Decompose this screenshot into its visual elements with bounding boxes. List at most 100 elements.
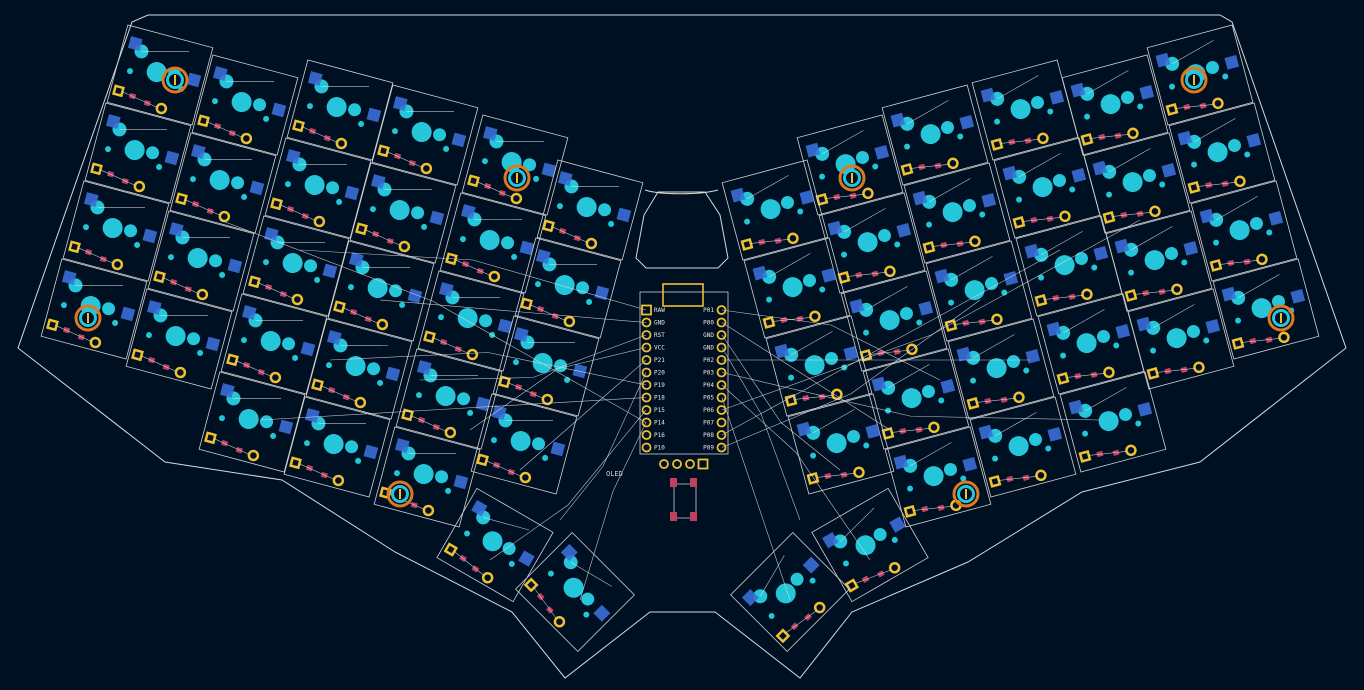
usb-connector-outline	[662, 283, 704, 307]
diode-icon	[1231, 331, 1290, 350]
pin-label: P00	[703, 320, 714, 327]
diode-icon	[292, 119, 348, 150]
pin-label: P05	[703, 395, 714, 402]
key-switch-footprint	[1015, 215, 1123, 317]
diode-icon	[1056, 366, 1115, 385]
diode-icon	[90, 162, 146, 193]
key-switch-footprint	[730, 532, 850, 652]
pin-label: P19	[654, 382, 665, 389]
diode-icon	[423, 330, 479, 361]
key-switch-footprint	[1190, 180, 1298, 282]
mcu-pin: P01	[703, 305, 727, 315]
diode-icon	[204, 431, 260, 462]
mcu-pin: P05	[703, 392, 727, 403]
mcu-pin: P15	[641, 405, 665, 415]
mcu-pin: GND	[703, 330, 727, 340]
diode-icon	[46, 318, 102, 349]
diode-icon	[1012, 210, 1071, 229]
diode-icon	[806, 466, 865, 485]
mcu-pin: P19	[641, 380, 665, 390]
mcu-pin: GND	[703, 342, 727, 353]
key-switch-footprint	[993, 137, 1101, 239]
oled-label: OLED	[606, 470, 623, 478]
diode-icon	[68, 240, 124, 271]
oled-pin	[685, 459, 695, 469]
mounting-hole-icon	[386, 480, 414, 508]
key-switch-footprint	[220, 293, 328, 395]
pin-label: P06	[703, 407, 714, 414]
diode-icon	[775, 601, 826, 644]
diode-icon	[837, 265, 896, 284]
mounting-hole-icon	[838, 164, 866, 192]
mcu-pin: P00	[703, 317, 727, 328]
mcu-pin: VCC	[641, 342, 665, 353]
diode-icon	[377, 144, 433, 175]
pin-label: P14	[654, 420, 665, 427]
diode-icon	[1209, 253, 1268, 272]
pin-label: RST	[654, 332, 665, 339]
key-switch-footprint	[62, 180, 170, 282]
key-switch-footprint	[818, 192, 926, 294]
key-switch-footprint	[125, 288, 233, 390]
mounting-hole-icon	[952, 480, 980, 508]
diode-icon	[443, 542, 494, 584]
key-switch-footprint	[515, 532, 635, 652]
diode-icon	[1124, 283, 1183, 302]
pin-label: P10	[654, 445, 665, 452]
pin-label: P03	[703, 370, 714, 377]
diode-icon	[131, 348, 187, 379]
key-switch-footprint	[305, 318, 413, 420]
key-switch-footprint	[1083, 132, 1191, 234]
mcu-pin: RST	[641, 330, 665, 340]
mcu-pin: P07	[703, 417, 727, 428]
diode-icon	[153, 270, 209, 301]
key-switch-footprint	[84, 102, 192, 204]
mcu-pin: P03	[703, 367, 727, 378]
key-switch-footprint	[721, 159, 829, 261]
key-switch-footprint	[971, 59, 1079, 161]
pin-label: P09	[703, 445, 714, 452]
pin-label: P16	[654, 432, 665, 439]
mounting-hole-icon	[161, 66, 189, 94]
diode-icon	[270, 197, 326, 228]
diode-icon	[476, 453, 532, 484]
diode-icon	[1146, 361, 1205, 380]
diode-icon	[445, 252, 501, 283]
key-switch-footprint	[1037, 293, 1145, 395]
pin-label: GND	[654, 320, 665, 327]
pin-label: P20	[654, 370, 665, 377]
mounting-hole-icon	[74, 304, 102, 332]
diode-icon	[467, 174, 523, 205]
diode-icon	[401, 408, 457, 439]
pin-label: GND	[703, 345, 714, 352]
key-switch-footprint	[925, 240, 1033, 342]
pin-label: P01	[703, 307, 714, 314]
diode-icon	[520, 297, 576, 328]
diode-icon	[1080, 127, 1139, 146]
reset-switch	[670, 478, 697, 521]
key-switch-footprint	[470, 393, 578, 495]
key-switch-footprint	[436, 487, 554, 603]
pin-label: P15	[654, 407, 665, 414]
key-switch-footprint	[881, 84, 989, 186]
mcu-pin: RAW	[641, 304, 665, 316]
key-switch-footprint	[1105, 210, 1213, 312]
key-switch-footprint	[514, 237, 622, 339]
oled-pin	[672, 459, 682, 469]
key-switch-footprint	[286, 59, 394, 161]
diode-icon	[1187, 175, 1246, 194]
mcu-pin: P16	[641, 430, 665, 440]
diode-icon	[844, 561, 901, 593]
key-switch-footprint	[796, 114, 904, 216]
diode-icon	[311, 378, 367, 409]
mcu-pin: GND	[641, 317, 665, 328]
diode-icon	[355, 222, 411, 253]
key-switch-footprint	[395, 348, 503, 450]
key-switch-footprint	[969, 396, 1077, 498]
pin-label: P02	[703, 357, 714, 364]
pin-label: VCC	[654, 345, 665, 352]
